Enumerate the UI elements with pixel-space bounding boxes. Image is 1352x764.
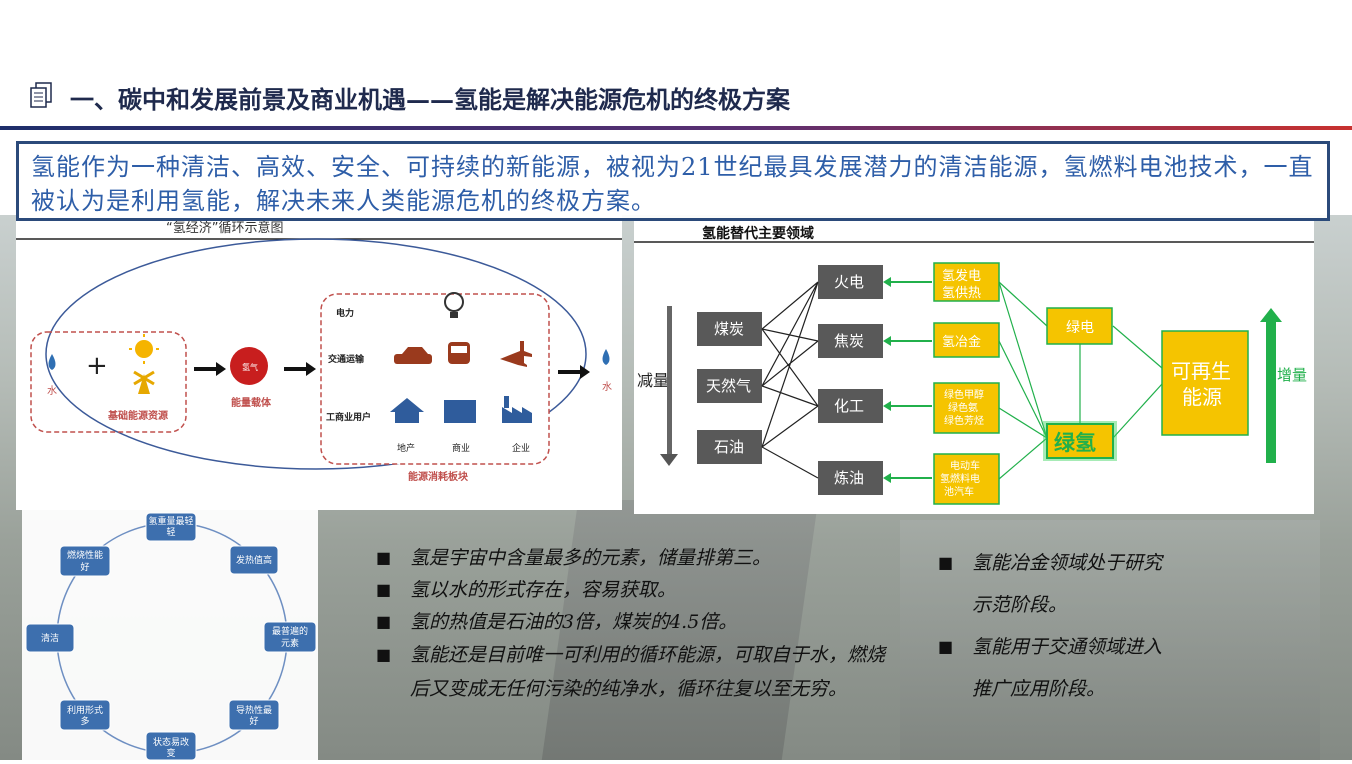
hydrogen-replacement-diagram: 氢能替代主要领域 减量 煤炭 天然气 石油 火电 焦炭 化工 炼油 氢发电氢供热… (634, 225, 1314, 505)
bullet-item: 氢能冶金领域处于研究示范阶段。 (938, 542, 1178, 626)
svg-text:电动车: 电动车 (950, 459, 980, 472)
svg-text:氢重量最轻: 氢重量最轻 (148, 515, 193, 527)
svg-text:绿电: 绿电 (1066, 320, 1094, 336)
svg-text:煤炭: 煤炭 (714, 320, 744, 338)
svg-text:天然气: 天然气 (706, 377, 751, 395)
svg-text:企业: 企业 (512, 442, 530, 454)
svg-text:氢气: 氢气 (242, 362, 258, 372)
svg-text:可再生: 可再生 (1171, 359, 1231, 383)
svg-text:交通运输: 交通运输 (328, 353, 365, 365)
hydrogen-features-panel: 氢重量最轻轻 发热值高 最普遍的元素 导热性最好 状态易改变 利用形式多 清洁 … (22, 510, 318, 761)
house-icon (390, 398, 424, 423)
svg-text:绿色氨: 绿色氨 (948, 401, 978, 414)
svg-text:状态易改: 状态易改 (153, 736, 189, 748)
svg-text:焦炭: 焦炭 (834, 332, 864, 350)
svg-text:基础能源资源: 基础能源资源 (107, 409, 168, 422)
svg-text:商业: 商业 (452, 442, 470, 454)
car-icon (394, 347, 432, 364)
svg-text:绿色甲醇: 绿色甲醇 (944, 388, 984, 401)
svg-text:工商业用户: 工商业用户 (326, 411, 371, 423)
svg-text:最普遍的: 最普遍的 (272, 625, 308, 637)
bullet-item: 氢能还是目前唯一可利用的循环能源，可取自于水，燃烧后又变成无任何污染的纯净水，循… (376, 638, 896, 706)
bullet-list-right: 氢能冶金领域处于研究示范阶段。 氢能用于交通领域进入推广应用阶段。 (938, 542, 1178, 710)
svg-text:能源: 能源 (1182, 385, 1222, 409)
hydrogen-cycle-panel: “氢经济”循环示意图 水 + 基础能源资源 氢气 能量载体 电力 交通运输 工商… (16, 214, 622, 510)
svg-text:化工: 化工 (834, 397, 864, 415)
svg-text:好: 好 (80, 561, 89, 573)
svg-text:能源消耗板块: 能源消耗板块 (408, 470, 469, 483)
svg-text:+: + (86, 351, 108, 381)
svg-text:氢冶金: 氢冶金 (942, 334, 981, 350)
svg-text:发热值高: 发热值高 (236, 554, 272, 566)
train-icon (448, 342, 470, 364)
windmill-icon (133, 370, 155, 394)
document-icon (30, 82, 52, 108)
svg-text:燃烧性能: 燃烧性能 (67, 549, 103, 561)
bullet-item: 氢是宇宙中含量最多的元素，储量排第三。 (376, 542, 896, 574)
svg-text:变: 变 (166, 747, 175, 759)
bullet-item: 氢以水的形式存在，容易获取。 (376, 574, 896, 606)
factory-icon (502, 396, 532, 423)
svg-text:炼油: 炼油 (834, 469, 864, 487)
svg-text:绿氢: 绿氢 (1054, 431, 1096, 455)
svg-text:火电: 火电 (834, 273, 864, 291)
svg-text:清洁: 清洁 (41, 632, 59, 644)
airplane-icon (500, 341, 532, 367)
bullet-item: 氢的热值是石油的3倍，煤炭的4.5倍。 (376, 606, 896, 638)
svg-text:轻: 轻 (166, 526, 175, 538)
water-drop-icon (48, 354, 56, 370)
svg-text:导热性最: 导热性最 (236, 704, 272, 716)
svg-text:元素: 元素 (281, 637, 299, 649)
svg-text:减量: 减量 (637, 371, 669, 390)
hydrogen-replacement-panel: 氢能替代主要领域 减量 煤炭 天然气 石油 火电 焦炭 化工 炼油 氢发电氢供热… (634, 218, 1314, 514)
svg-text:氢供热: 氢供热 (942, 286, 981, 301)
intro-statement: 氢能作为一种清洁、高效、安全、可持续的新能源，被视为21世纪最具发展潜力的清洁能… (16, 141, 1330, 221)
lightbulb-icon (444, 292, 464, 318)
bullet-list-left: 氢是宇宙中含量最多的元素，储量排第三。 氢以水的形式存在，容易获取。 氢的热值是… (376, 542, 896, 706)
title-divider (0, 126, 1352, 130)
svg-text:地产: 地产 (397, 442, 415, 454)
building-icon (444, 400, 476, 423)
svg-text:水: 水 (602, 381, 612, 393)
water-drop-icon (602, 349, 610, 365)
svg-text:绿色芳烃: 绿色芳烃 (944, 414, 984, 427)
svg-text:增量: 增量 (1277, 366, 1307, 384)
sun-icon (129, 334, 159, 364)
hydrogen-cycle-diagram: “氢经济”循环示意图 水 + 基础能源资源 氢气 能量载体 电力 交通运输 工商… (16, 220, 622, 483)
svg-text:氢发电: 氢发电 (942, 268, 981, 284)
svg-text:氢燃料电: 氢燃料电 (940, 472, 980, 485)
svg-text:石油: 石油 (714, 438, 744, 456)
svg-text:电力: 电力 (336, 307, 354, 319)
svg-text:能量载体: 能量载体 (231, 396, 272, 409)
page-title: 一、碳中和发展前景及商业机遇——氢能是解决能源危机的终极方案 (70, 85, 790, 114)
svg-text:池汽车: 池汽车 (944, 485, 974, 498)
svg-text:水: 水 (47, 385, 57, 397)
svg-text:多: 多 (80, 715, 89, 727)
svg-text:利用形式: 利用形式 (67, 704, 103, 716)
replace-caption: 氢能替代主要领域 (702, 225, 814, 242)
cycle-caption: “氢经济”循环示意图 (166, 220, 283, 236)
bullet-item: 氢能用于交通领域进入推广应用阶段。 (938, 626, 1178, 710)
svg-text:好: 好 (249, 715, 258, 727)
